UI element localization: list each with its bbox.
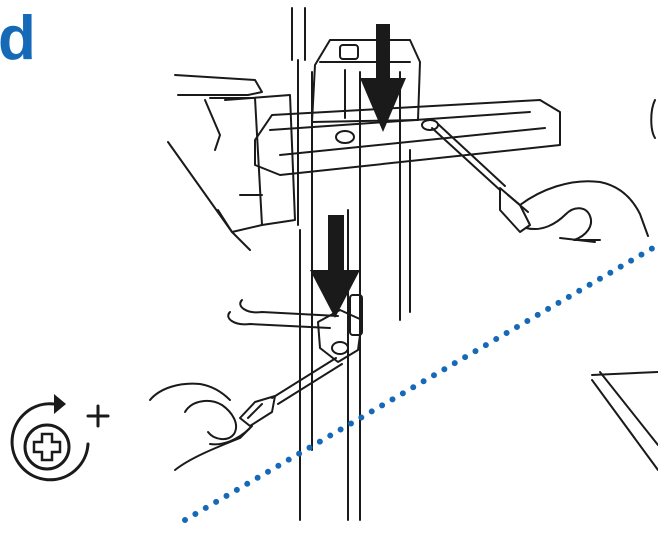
down-arrow-icon-top (360, 24, 406, 132)
dotted-separator (182, 242, 658, 523)
edge-fragments (591, 99, 658, 471)
pole (291, 7, 411, 521)
upper-screwdriver (431, 123, 531, 233)
upper-hand (519, 180, 649, 243)
screw-tighten-icon (10, 394, 110, 482)
step-letter: d (0, 4, 36, 73)
lower-screwdriver (239, 357, 343, 427)
down-arrow-icon-bottom (310, 215, 360, 318)
lower-hand (149, 382, 253, 471)
mounting-bracket (254, 99, 561, 176)
lower-clamp (227, 294, 363, 363)
device-housing (167, 74, 296, 251)
